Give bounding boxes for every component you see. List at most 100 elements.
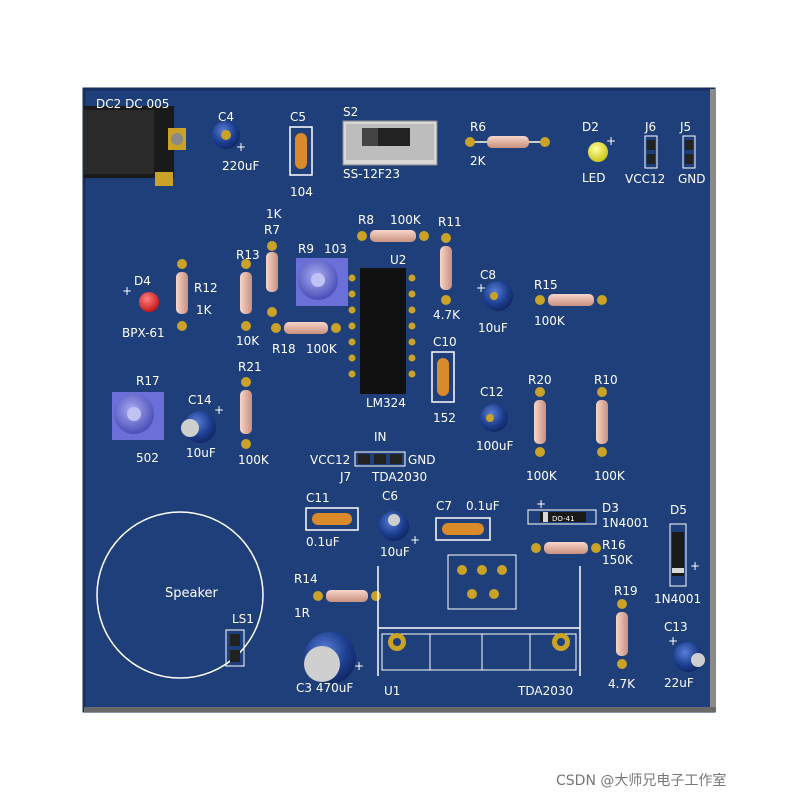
r13-label: R13 xyxy=(236,248,260,262)
resistor-r16 xyxy=(531,542,601,554)
r21-label: R21 xyxy=(238,360,262,374)
ls1-label: LS1 xyxy=(232,612,254,626)
c3-plus: + xyxy=(354,659,364,673)
c14-value: 10uF xyxy=(186,446,216,460)
test-pads xyxy=(447,554,517,610)
d3-plus: + xyxy=(536,497,546,511)
capacitor-c11 xyxy=(305,507,359,531)
d3-mark: DO-41 xyxy=(552,515,575,523)
header-j5 xyxy=(682,135,696,169)
r6-label: R6 xyxy=(470,120,486,134)
capacitor-c8 xyxy=(483,281,513,311)
d4-value: BPX-61 xyxy=(122,326,165,340)
watermark: CSDN @大师兄电子工作室 xyxy=(556,773,727,789)
r14-label: R14 xyxy=(294,572,318,586)
capacitor-c12 xyxy=(480,404,508,432)
c4-value: 220uF xyxy=(222,159,260,173)
resistor-r8 xyxy=(357,230,429,242)
resistor-r13 xyxy=(240,259,252,331)
c8-plus: + xyxy=(476,281,486,295)
capacitor-c13 xyxy=(673,642,705,672)
j7-value: TDA2030 xyxy=(371,470,427,484)
c12-label: C12 xyxy=(480,385,504,399)
d5-label: D5 xyxy=(670,503,687,517)
d4-plus: + xyxy=(122,284,132,298)
c14-label: C14 xyxy=(188,393,212,407)
u1-value: TDA2030 xyxy=(517,684,573,698)
c13-value: 22uF xyxy=(664,676,694,690)
switch-s2 xyxy=(342,120,438,166)
capacitor-c5 xyxy=(289,126,313,176)
r14-value: 1R xyxy=(294,606,310,620)
board-substrate xyxy=(82,87,716,713)
r20-label: R20 xyxy=(528,373,552,387)
resistor-r19 xyxy=(616,599,628,669)
r10-label: R10 xyxy=(594,373,618,387)
c4-plus: + xyxy=(236,140,246,154)
c6-plus: + xyxy=(410,533,420,547)
r17-label: R17 xyxy=(136,374,160,388)
j6-value: VCC12 xyxy=(625,172,665,186)
resistor-r6 xyxy=(465,136,550,148)
speaker-ls1 xyxy=(96,511,264,679)
r9-value: 103 xyxy=(324,242,347,256)
j5-label: J5 xyxy=(679,120,691,134)
r8-label: R8 xyxy=(358,213,374,227)
d2-plus: + xyxy=(606,134,616,148)
diode-d3: DO-41 xyxy=(527,509,597,525)
c11-label: C11 xyxy=(306,491,330,505)
r18-value: 100K xyxy=(306,342,338,356)
d5-value: 1N4001 xyxy=(654,592,701,606)
c10-label: C10 xyxy=(433,335,457,349)
dc2-label: DC2 DC 005 xyxy=(96,97,169,111)
resistor-r11 xyxy=(440,233,452,305)
r12-value: 1K xyxy=(196,303,213,317)
r19-value: 4.7K xyxy=(608,677,636,691)
r11-label: R11 xyxy=(438,215,462,229)
j6-label: J6 xyxy=(644,120,656,134)
c11-value: 0.1uF xyxy=(306,535,340,549)
c12-value: 100uF xyxy=(476,439,514,453)
c7-value: 0.1uF xyxy=(466,499,500,513)
c6-label: C6 xyxy=(382,489,398,503)
r9-label: R9 xyxy=(298,242,314,256)
board-edge xyxy=(710,89,716,711)
d5-plus: + xyxy=(690,559,700,573)
capacitor-c10 xyxy=(431,351,455,403)
u2-label: U2 xyxy=(390,253,406,267)
resistor-r10 xyxy=(596,387,608,457)
r19-label: R19 xyxy=(614,584,638,598)
d2-label: D2 xyxy=(582,120,599,134)
d3-value: 1N4001 xyxy=(602,516,649,530)
d4-label: D4 xyxy=(134,274,151,288)
r16-value: 150K xyxy=(602,553,634,567)
r21-value: 100K xyxy=(238,453,270,467)
c3-value: C3 470uF xyxy=(296,681,353,695)
resistor-r20 xyxy=(534,387,546,457)
resistor-r12 xyxy=(176,259,188,331)
photodiode-d4 xyxy=(139,292,159,312)
capacitor-c4 xyxy=(212,121,240,149)
c13-label: C13 xyxy=(664,620,688,634)
s2-value: SS-12F23 xyxy=(343,167,400,181)
j5-value: GND xyxy=(678,172,706,186)
c10-value: 152 xyxy=(433,411,456,425)
ic-u2-lm324 xyxy=(348,268,416,394)
capacitor-c7 xyxy=(435,517,491,541)
c8-value: 10uF xyxy=(478,321,508,335)
header-j7 xyxy=(354,451,406,467)
r7-label: R7 xyxy=(264,223,280,237)
c4-label: C4 xyxy=(218,110,234,124)
resistor-r15 xyxy=(535,294,607,306)
c8-label: C8 xyxy=(480,268,496,282)
j7-label: J7 xyxy=(339,470,351,484)
r15-value: 100K xyxy=(534,314,566,328)
s2-label: S2 xyxy=(343,105,358,119)
capacitor-c3 xyxy=(304,632,356,684)
r16-label: R16 xyxy=(602,538,626,552)
ic-u1-tda2030 xyxy=(377,566,581,676)
r7-value: 1K xyxy=(266,207,283,221)
resistor-r18 xyxy=(271,322,341,334)
r15-label: R15 xyxy=(534,278,558,292)
capacitor-c6 xyxy=(379,511,409,541)
